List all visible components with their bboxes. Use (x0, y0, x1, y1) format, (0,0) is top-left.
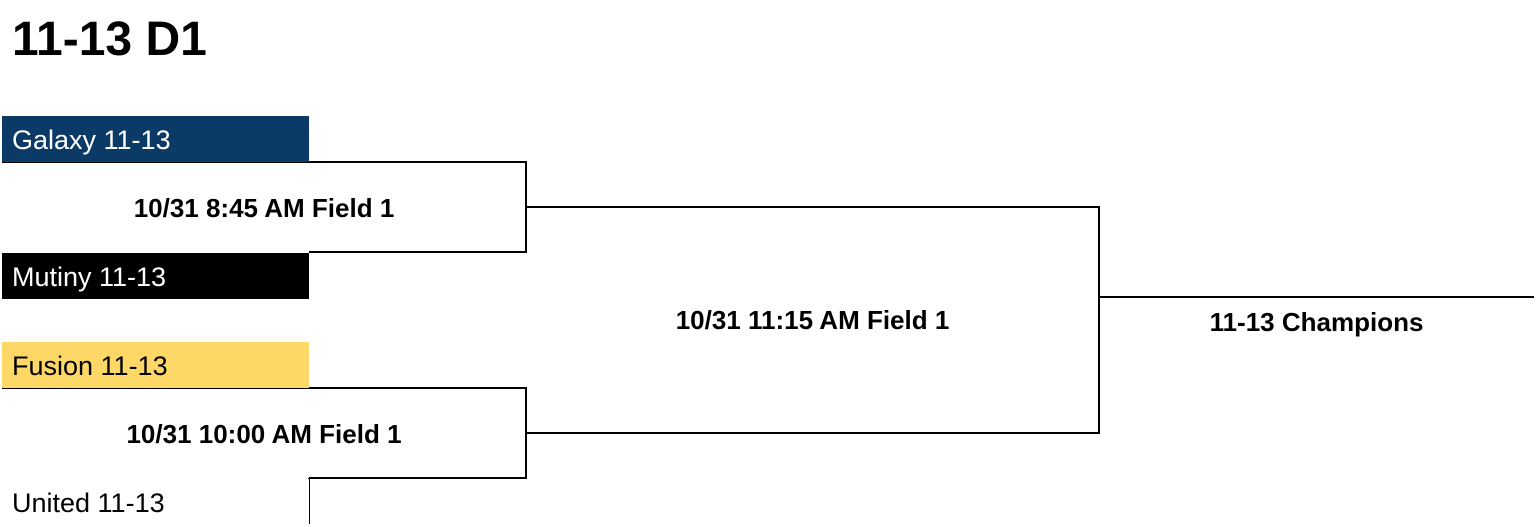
semifinal-2-label: 10/31 10:00 AM Field 1 (126, 419, 402, 449)
team-slot-galaxy: Galaxy 11-13 (2, 116, 309, 162)
team-slot-fusion: Fusion 11-13 (2, 342, 309, 388)
semifinal-1-label: 10/31 8:45 AM Field 1 (133, 193, 395, 223)
bracket-title: 11-13 D1 (12, 13, 207, 66)
team-slot-mutiny: Mutiny 11-13 (2, 253, 309, 299)
team-slot-united: United 11-13 (2, 479, 309, 525)
final-bracket-line (526, 206, 1100, 434)
champion-label: 11-13 Champions (1209, 307, 1424, 337)
final-game-label: 10/31 11:15 AM Field 1 (675, 305, 950, 335)
